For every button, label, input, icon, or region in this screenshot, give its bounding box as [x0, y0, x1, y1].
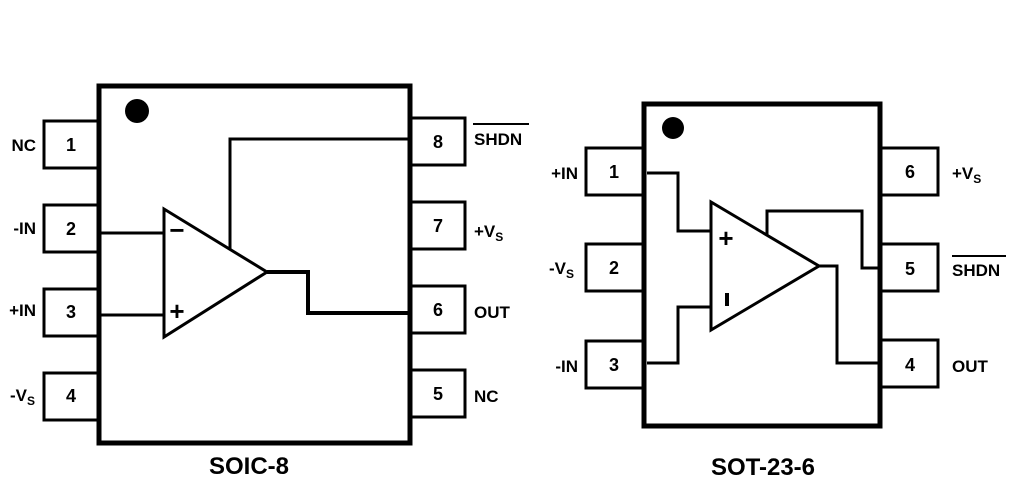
pin-number: 6 — [905, 162, 915, 182]
soic8-pin-4: 4 -VS — [10, 371, 101, 422]
sot23-pin-1: 1 +IN — [551, 146, 645, 197]
sot23-pin-5: 5 SHDN — [879, 242, 1006, 293]
wire-output — [267, 270, 408, 315]
pin-number: 4 — [905, 355, 915, 375]
sot23-pin-3: 3 -IN — [555, 339, 645, 390]
pin-label: SHDN — [952, 261, 1000, 280]
pin-label: NC — [474, 387, 499, 406]
soic8-pin-6: 6 OUT — [408, 284, 511, 335]
inverting-sign-icon: − — [169, 215, 184, 245]
sot23-pin-4: 4 OUT — [879, 338, 989, 389]
soic8-pin-3: 3 +IN — [9, 287, 101, 338]
package-title: SOIC-8 — [209, 453, 289, 480]
pin1-indicator-dot — [662, 117, 684, 139]
pin-box — [584, 242, 645, 293]
sot23-6-package: 1 +IN 2 -VS 3 -IN 6 +VS 5 SHDN 4 OUT — [549, 101, 1006, 481]
pin-number: 3 — [609, 355, 619, 375]
pin-label: SHDN — [474, 130, 522, 149]
pin-box — [42, 287, 101, 338]
noninverting-sign-icon: + — [169, 296, 184, 326]
pin-label: OUT — [952, 357, 989, 376]
pin-box — [879, 338, 940, 389]
pin-label: NC — [11, 136, 36, 155]
pin-number: 4 — [66, 386, 76, 406]
pin-label: +VS — [474, 222, 503, 244]
package-title: SOT-23-6 — [711, 454, 815, 481]
soic8-pin-8: 8 SHDN — [408, 116, 529, 167]
pin-label: OUT — [474, 303, 511, 322]
pin-number: 1 — [609, 162, 619, 182]
pin-label: +IN — [9, 301, 36, 320]
pin-label: -VS — [10, 386, 35, 408]
sot23-pin-2: 2 -VS — [549, 242, 645, 293]
pin1-indicator-dot — [125, 99, 149, 123]
wire-inverting-input — [647, 305, 711, 365]
pin-box — [584, 339, 645, 390]
wire-shutdown — [228, 137, 408, 248]
pin-label: +VS — [952, 164, 981, 186]
pin-box — [42, 203, 101, 254]
soic8-pin-7: 7 +VS — [408, 200, 503, 251]
noninverting-sign-icon: + — [718, 223, 733, 253]
opamp-triangle — [162, 206, 270, 340]
pin-box — [408, 200, 467, 251]
soic8-pin-5: 5 NC — [408, 368, 499, 419]
pin-label: -IN — [13, 219, 36, 238]
soic8-pin-2: 2 -IN — [13, 203, 101, 254]
pin-number: 2 — [66, 219, 76, 239]
pin-box — [42, 119, 101, 170]
opamp-triangle — [709, 199, 822, 333]
pin-number: 3 — [66, 302, 76, 322]
pin-number: 2 — [609, 258, 619, 278]
wire-output — [819, 264, 878, 365]
pin-box — [879, 242, 940, 293]
pin-number: 7 — [433, 216, 443, 236]
pin-number: 5 — [433, 384, 443, 404]
pin-label: -IN — [555, 357, 578, 376]
pin-number: 8 — [433, 132, 443, 152]
soic8-package: 1 NC 2 -IN 3 +IN 4 -VS 8 SHDN 7 +VS — [9, 83, 529, 480]
pin-number: 6 — [433, 300, 443, 320]
pin-label: +IN — [551, 164, 578, 183]
pin-number: 1 — [66, 135, 76, 155]
sot23-pin-6: 6 +VS — [879, 146, 981, 197]
soic8-pin-1: 1 NC — [11, 119, 101, 170]
wire-noninverting-input — [647, 171, 711, 233]
pin-number: 5 — [905, 259, 915, 279]
pin-label: -VS — [549, 259, 574, 281]
pin-box — [408, 116, 467, 167]
